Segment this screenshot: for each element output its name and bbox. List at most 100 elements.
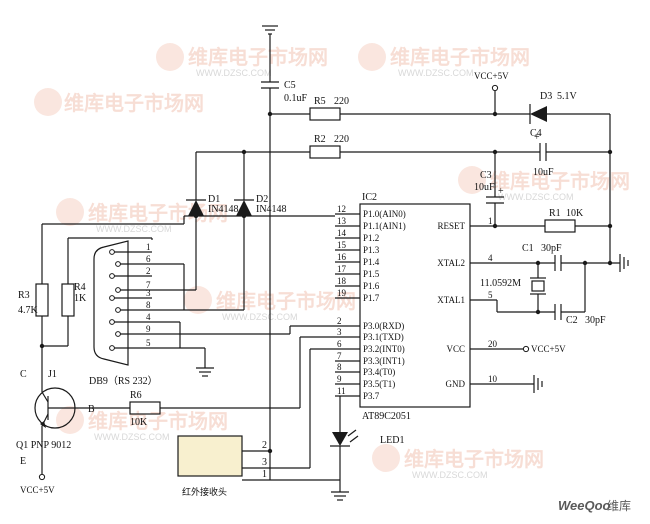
- db9-pin-5: 5: [109, 338, 152, 351]
- junction-dot: [535, 309, 541, 315]
- r2-value: 220: [334, 134, 349, 145]
- ground-db9-symbol: [196, 367, 214, 377]
- c3-value: 10uF: [474, 182, 495, 193]
- c4-label: C4: [530, 128, 542, 139]
- footer-brand-suffix: 维库: [607, 498, 631, 513]
- ic-pin-number: 11: [337, 386, 346, 396]
- r6-value: 10K: [130, 417, 148, 428]
- led1-label: LED1: [380, 435, 404, 446]
- watermark-brand: 维库电子市场网: [390, 45, 530, 69]
- watermark-footer: WeeQoo 维库: [558, 498, 631, 513]
- ic-pin-name: P3.3(INT1): [363, 356, 405, 366]
- ic-pin-number: 10: [488, 374, 498, 384]
- vcc-bottom-terminal: VCC+5V: [20, 473, 55, 495]
- db9-pin-number: 1: [146, 242, 151, 252]
- c1-label: C1: [522, 243, 534, 254]
- r3-label: R3: [18, 290, 30, 301]
- watermark-url: WWW.DZSC.COM: [96, 224, 172, 234]
- watermark-logo-icon: [372, 444, 400, 472]
- watermark-logo-icon: [56, 198, 84, 226]
- ic-pin-name: P3.5(T1): [363, 379, 395, 389]
- vcc-top-terminal: VCC+5V: [474, 71, 509, 92]
- watermark-lower-right: 维库电子市场网 WWW.DZSC.COM: [372, 444, 544, 480]
- db9-pin-number: 4: [146, 312, 151, 322]
- r6-label: R6: [130, 390, 142, 401]
- watermark-brand: 维库电子市场网: [88, 409, 228, 433]
- watermark-url: WWW.DZSC.COM: [498, 192, 574, 202]
- c3-label: C3: [480, 170, 492, 181]
- q1-emitter-label: E: [20, 456, 26, 467]
- watermark-logo-icon: [184, 286, 212, 314]
- ir-pin-2: 2: [262, 440, 267, 451]
- ic-pin-name: P1.7: [363, 293, 380, 303]
- db9-pin-number: 7: [146, 280, 151, 290]
- q1-label: Q1 PNP 9012: [16, 440, 71, 451]
- ic-pin-number: 17: [337, 264, 347, 274]
- db9-pin-3: 3: [109, 288, 152, 301]
- ic-pin-number: 9: [337, 374, 342, 384]
- watermark-brand: 维库电子市场网: [216, 289, 356, 313]
- ic-part: AT89C2051: [362, 411, 411, 422]
- watermark-mid-right: 维库电子市场网 WWW.DZSC.COM: [458, 166, 630, 202]
- c2-label: C2: [566, 315, 578, 326]
- ground-bottom-symbol: [331, 480, 349, 501]
- db9-pin-6: 6: [115, 254, 152, 267]
- d2-label: D2: [256, 194, 268, 205]
- watermark-mid-left: 维库电子市场网 WWW.DZSC.COM: [56, 198, 228, 234]
- ic-pin-number: 15: [337, 240, 347, 250]
- db9-pin-number: 5: [146, 338, 151, 348]
- ic-pin-number: 20: [488, 339, 498, 349]
- ic-pin-name: P1.5: [363, 269, 380, 279]
- ic-pin-number: 7: [337, 351, 342, 361]
- watermark-brand: 维库电子市场网: [188, 45, 328, 69]
- capacitor-c1: C1 30pF: [522, 243, 562, 271]
- junction-dot: [607, 260, 613, 266]
- watermark-center: 维库电子市场网 WWW.DZSC.COM: [184, 286, 356, 322]
- ic-pin-name: XTAL1: [437, 295, 465, 305]
- watermark-url: WWW.DZSC.COM: [398, 68, 474, 78]
- ic-pin-number: 12: [337, 204, 346, 214]
- resistor-r4: R4 1K: [61, 282, 87, 317]
- junction-dot: [492, 111, 498, 117]
- ic-pin-number: 3: [337, 327, 342, 337]
- ic-pin-name: P1.0(AIN0): [363, 209, 406, 219]
- watermark-url: WWW.DZSC.COM: [94, 432, 170, 442]
- diode-d1: D1 IN4148: [186, 194, 239, 216]
- ic-ref: IC2: [362, 192, 377, 203]
- db9-pin-7: 7: [115, 280, 152, 293]
- db9-connector: DB9（RS 232） J1: [48, 240, 158, 387]
- r2-label: R2: [314, 134, 326, 145]
- r3-value: 4.7K: [18, 305, 39, 316]
- ic-pin-name: XTAL2: [437, 258, 465, 268]
- watermark-lower-left: 维库电子市场网 WWW.DZSC.COM: [56, 406, 228, 442]
- db9-pin-number: 9: [146, 324, 151, 334]
- junction-dot: [582, 260, 588, 266]
- q1-collector-label: C: [20, 369, 27, 380]
- ic-pin-number: 18: [337, 276, 347, 286]
- db9-pin-8: 8: [115, 300, 152, 313]
- watermark-group: 维库电子市场网 WWW.DZSC.COM 维库电子市场网 WWW.DZSC.CO…: [34, 43, 631, 513]
- zener-diode-d3: D3 5.1V: [529, 91, 578, 124]
- db9-pin-2: 2: [109, 266, 152, 279]
- ic-pin-name: P3.2(INT0): [363, 344, 405, 354]
- vcc-bottom-label: VCC+5V: [20, 485, 55, 495]
- ic-pin-name: P3.7: [363, 391, 380, 401]
- db9-pin-number: 6: [146, 254, 151, 264]
- ic-pin-name: VCC: [446, 344, 465, 354]
- ic-pin-name: P1.3: [363, 245, 380, 255]
- resistor-r3: R3 4.7K: [18, 283, 49, 317]
- watermark-logo-icon: [34, 88, 62, 116]
- watermark-brand: 维库电子市场网: [64, 91, 204, 115]
- vcc-ic-label: VCC+5V: [531, 344, 566, 354]
